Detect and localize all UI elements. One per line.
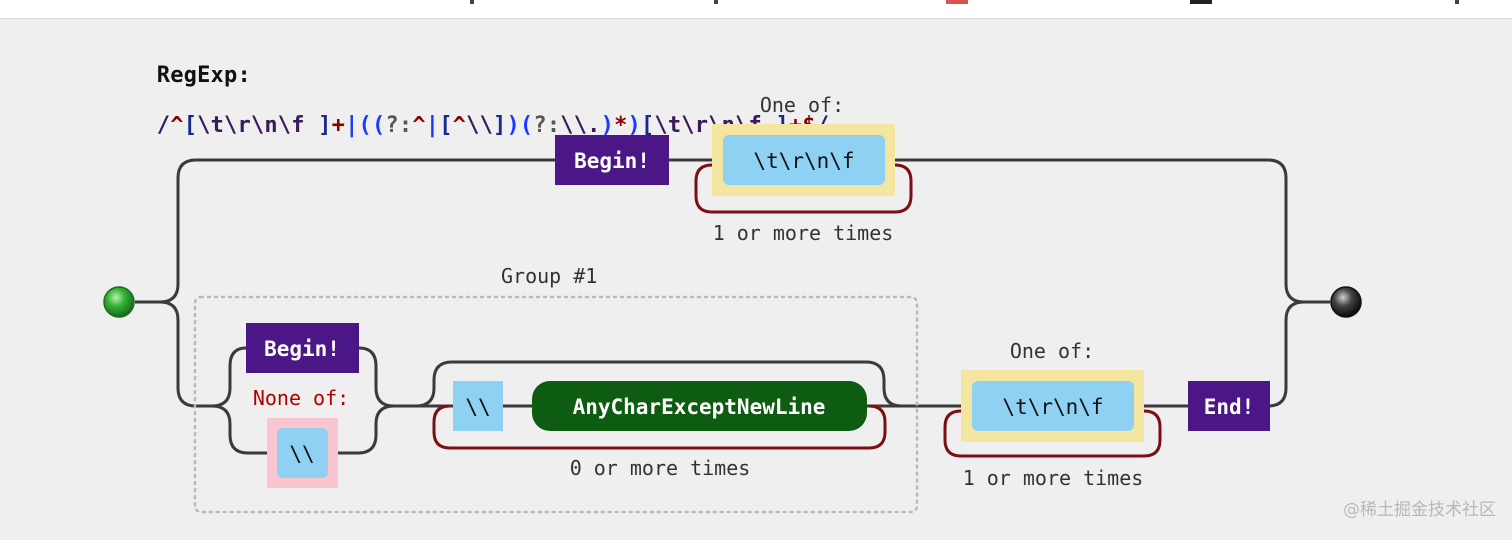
regex-token-alt: | <box>425 113 440 138</box>
regex-token-escape: \t\r\n\f <box>197 113 319 138</box>
top-edge-mark <box>1455 0 1459 4</box>
watermark: @稀土掘金技术社区 <box>1343 500 1496 520</box>
regex-token-anchor: ^ <box>452 113 467 138</box>
zero-or-more-label: 0 or more times <box>570 456 751 480</box>
group-1-label: Group #1 <box>501 264 597 288</box>
any-char-label: AnyCharExceptNewLine <box>573 395 826 419</box>
regex-token-group: ( <box>519 113 534 138</box>
start-node <box>103 286 135 318</box>
connector-path <box>358 346 395 408</box>
negated-literal-label: \\ <box>289 442 314 466</box>
escape-literal-label: \\ <box>465 395 490 419</box>
charset-box-bottom <box>972 381 1134 431</box>
connector-path <box>211 346 247 408</box>
regex-token-bracket: [ <box>640 113 655 138</box>
regex-token-alt: | <box>345 113 359 138</box>
regex-token-escape: \\. <box>560 113 601 138</box>
regex-token-bracket: [ <box>439 113 453 138</box>
connector-path <box>159 158 555 304</box>
none-of-label: None of: <box>253 386 349 410</box>
repeat-loops <box>432 163 1162 458</box>
regex-token-anchor: ^ <box>170 113 184 138</box>
end-node <box>1330 286 1362 318</box>
regex-token-group: ( <box>371 113 386 138</box>
regex-token-group: ) <box>627 113 641 138</box>
regex-token-quant: * <box>614 113 628 138</box>
top-edge-mark <box>1190 0 1212 4</box>
regex-token-quant: + <box>331 113 346 138</box>
repeat-loop-zero-or-more <box>432 404 887 450</box>
regex-expression: RegExp: /^[\t\r\n\f ]+|((?:^|[^\\])(?:\\… <box>103 38 829 163</box>
connector-path <box>415 360 903 408</box>
begin-anchor-group <box>246 323 359 373</box>
regex-token-bracket: ] <box>493 113 507 138</box>
regex-token-anchor: ^ <box>412 113 426 138</box>
regex-tokens: /^[\t\r\n\f ]+|((?:^|[^\\])(?:\\.)*)[\t\… <box>157 113 829 138</box>
regex-token-group: ( <box>358 113 372 138</box>
connector-path <box>211 404 267 455</box>
repeat-label-top: 1 or more times <box>713 221 894 245</box>
negated-literal-box <box>277 428 328 478</box>
charset-box-top-label: \t\r\n\f <box>753 149 854 173</box>
regex-token-bracket: ] <box>318 113 332 138</box>
connector-path <box>159 300 212 408</box>
regex-token-group: ) <box>506 113 520 138</box>
regex-token-slash: / <box>156 113 171 138</box>
end-anchor-label: End! <box>1204 395 1255 419</box>
connector-path <box>338 404 395 455</box>
begin-anchor-top <box>555 135 669 185</box>
begin-anchor-group-label: Begin! <box>264 337 340 361</box>
charset-box-bottom-label: \t\r\n\f <box>1002 395 1103 419</box>
regex-token-bracket: [ <box>183 113 198 138</box>
any-char-box <box>532 381 867 431</box>
end-anchor <box>1188 381 1270 431</box>
regex-token-noncap: ?: <box>533 113 561 138</box>
top-edge-mark <box>470 0 474 4</box>
group-1-border <box>193 295 919 514</box>
regex-token-group: ) <box>600 113 615 138</box>
regex-token-noncap: ?: <box>385 113 413 138</box>
repeat-loop-top <box>694 163 913 214</box>
repeat-label-bottom: 1 or more times <box>963 466 1144 490</box>
begin-anchor-top-label: Begin! <box>574 149 650 173</box>
connector-path <box>1267 300 1305 408</box>
regex-label: RegExp: <box>156 63 251 88</box>
one-of-label-top: One of: <box>760 93 844 117</box>
connector-path <box>885 158 1305 304</box>
top-edge-mark <box>714 0 718 4</box>
top-strip <box>0 0 1512 19</box>
connector-paths <box>135 158 1330 455</box>
regex-token-escape: \\ <box>466 113 494 138</box>
charset-box-top <box>723 135 885 185</box>
top-edge-mark <box>946 0 968 4</box>
repeat-loop-bottom <box>943 409 1162 458</box>
escape-literal-box <box>453 381 503 431</box>
one-of-label-bottom: One of: <box>1010 339 1094 363</box>
